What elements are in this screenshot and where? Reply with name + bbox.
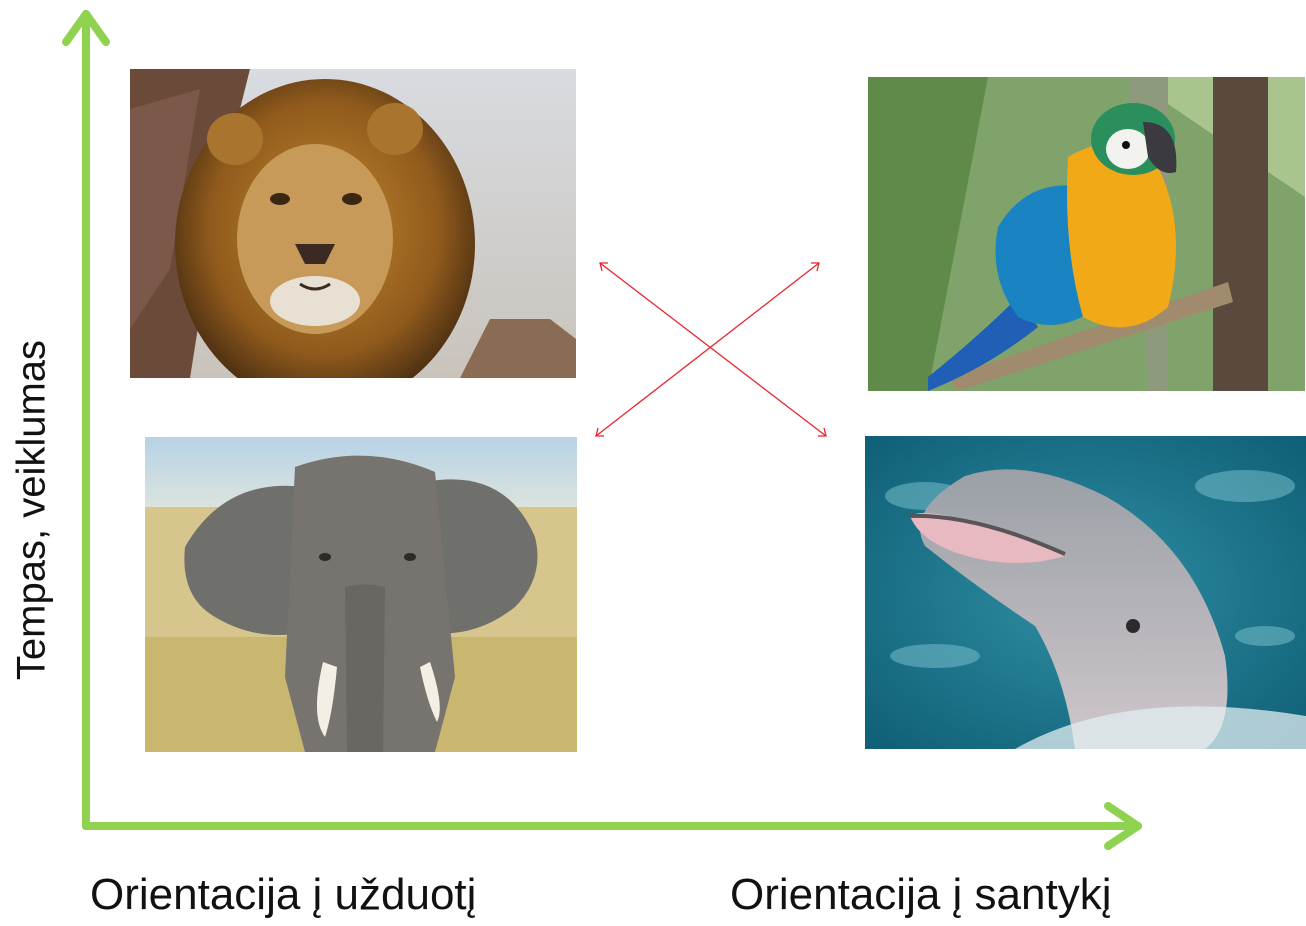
x-axis-label-relationship: Orientacija į santykį	[730, 870, 1112, 919]
x-axis-arrow	[82, 802, 1142, 850]
elephant-photo	[145, 437, 577, 752]
lion-photo	[130, 69, 576, 378]
dolphin-photo	[865, 436, 1306, 749]
cross-arrows	[595, 262, 827, 437]
x-axis-label-task: Orientacija į užduotį	[90, 870, 477, 919]
diagonal-arrow-2	[595, 262, 820, 437]
macaw-photo	[868, 77, 1305, 391]
diagonal-arrow-1	[599, 262, 827, 437]
y-axis-label: Tempas, veiklumas	[9, 339, 54, 681]
y-axis-arrow	[62, 10, 110, 830]
